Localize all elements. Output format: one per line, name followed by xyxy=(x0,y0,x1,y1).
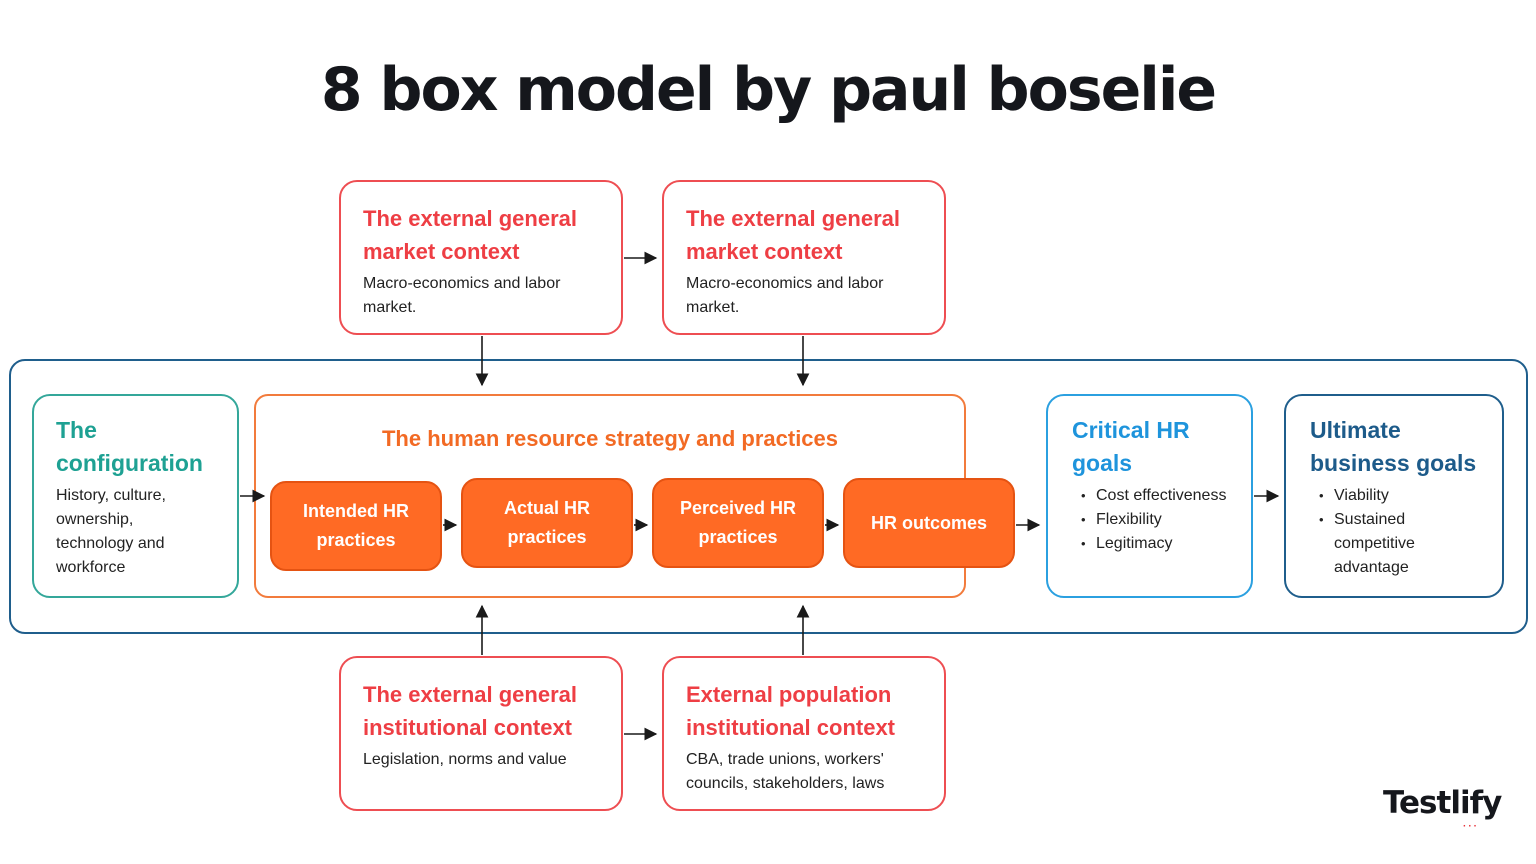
box-description: Macro-economics and labor market. xyxy=(686,275,884,316)
configuration-box: The configuration History, culture, owne… xyxy=(32,394,239,598)
logo-accent-dots: ··· xyxy=(1463,821,1479,832)
step-intended-hr-practices: Intended HR practices xyxy=(270,481,442,571)
goal-list: Viability Sustained competitive advantag… xyxy=(1310,484,1480,580)
box-description: CBA, trade unions, workers' councils, st… xyxy=(686,751,885,792)
box-description: Macro-economics and labor market. xyxy=(363,275,561,316)
box-description: History, culture, ownership, technology … xyxy=(56,487,166,576)
box-heading: Ultimate business goals xyxy=(1310,417,1477,476)
box-heading: Critical HR goals xyxy=(1072,417,1190,476)
critical-hr-goals-box: Critical HR goals Cost effectiveness Fle… xyxy=(1046,394,1253,598)
testlify-logo: Testlify xyxy=(1383,785,1502,821)
box-heading: The external general market context xyxy=(363,206,577,264)
list-item: Flexibility xyxy=(1072,508,1229,532)
external-institutional-context-box: The external general institutional conte… xyxy=(339,656,623,811)
ultimate-business-goals-box: Ultimate business goals Viability Sustai… xyxy=(1284,394,1504,598)
list-item: Cost effectiveness xyxy=(1072,484,1229,508)
list-item: Viability xyxy=(1310,484,1480,508)
step-actual-hr-practices: Actual HR practices xyxy=(461,478,633,568)
box-heading: External population institutional contex… xyxy=(686,682,895,740)
box-heading: The human resource strategy and practice… xyxy=(381,426,839,451)
box-heading: The external general market context xyxy=(686,206,900,264)
list-item: Legitimacy xyxy=(1072,532,1229,556)
external-population-context-box: External population institutional contex… xyxy=(662,656,946,811)
step-perceived-hr-practices: Perceived HR practices xyxy=(652,478,824,568)
page-title: 8 box model by paul boselie xyxy=(320,55,1217,125)
list-item: Sustained competitive advantage xyxy=(1310,508,1480,580)
box-heading: The external general institutional conte… xyxy=(363,682,577,740)
external-market-context-box-2: The external general market context Macr… xyxy=(662,180,946,335)
external-market-context-box-1: The external general market context Macr… xyxy=(339,180,623,335)
box-description: Legislation, norms and value xyxy=(363,751,567,768)
step-hr-outcomes: HR outcomes xyxy=(843,478,1015,568)
box-heading: The configuration xyxy=(56,417,203,476)
goal-list: Cost effectiveness Flexibility Legitimac… xyxy=(1072,484,1229,556)
organization-frame xyxy=(9,359,1528,634)
